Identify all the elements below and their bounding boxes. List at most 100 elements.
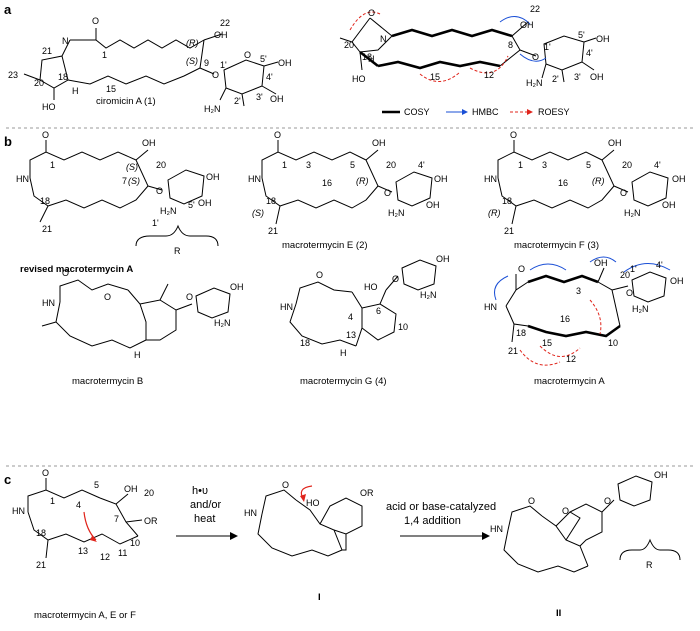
num-20-am: 20 bbox=[620, 270, 630, 280]
atom-hn-b: HN bbox=[42, 298, 55, 308]
atom-oh-g: OH bbox=[436, 254, 450, 264]
compound-name-a: macrotermycin A bbox=[534, 376, 605, 387]
num-3p-a: 3' bbox=[256, 92, 263, 102]
macrotermycin-b-structure bbox=[41, 279, 231, 349]
atom-o-start: O bbox=[42, 468, 49, 478]
num-15-a: 15 bbox=[106, 84, 116, 94]
num-2p-corr: 2' bbox=[552, 74, 559, 84]
atom-oh-start: OH bbox=[124, 484, 138, 494]
atom-oh2-e: OH bbox=[434, 174, 448, 184]
num-18-g: 18 bbox=[300, 338, 310, 348]
num-1p-am: 1' bbox=[630, 264, 637, 274]
product-structure bbox=[503, 475, 681, 573]
atom-n-a: N bbox=[62, 36, 69, 46]
reaction-arrowhead-1 bbox=[230, 532, 238, 540]
atom-o-bridge-b: O bbox=[104, 292, 111, 302]
atom-o-b: O bbox=[62, 268, 69, 278]
num-5-e: 5 bbox=[350, 160, 355, 170]
num-20-corr: 20 bbox=[344, 40, 354, 50]
atom-o-corr: O bbox=[368, 8, 375, 18]
macrotermycin-g-structure bbox=[289, 259, 437, 347]
num-3-e: 3 bbox=[306, 160, 311, 170]
macrotermycin-f-structure bbox=[497, 140, 669, 225]
num-10-g: 10 bbox=[398, 322, 408, 332]
atom-oh-corr: OH bbox=[520, 20, 534, 30]
num-18-start: 18 bbox=[36, 528, 46, 538]
r-label-prod: R bbox=[646, 560, 653, 570]
num-16-f: 16 bbox=[558, 178, 568, 188]
num-15-am: 15 bbox=[542, 338, 552, 348]
compound-name-e: macrotermycin E (2) bbox=[282, 240, 368, 251]
num-4-start: 4 bbox=[76, 500, 81, 510]
atom-nh2-b: H₂N bbox=[214, 318, 231, 328]
num-1p-rev: 1' bbox=[152, 218, 159, 228]
num-18-f: 18 bbox=[502, 196, 512, 206]
num-1-rev: 1 bbox=[50, 160, 55, 170]
compound-name-g: macrotermycin G (4) bbox=[300, 376, 387, 387]
macrotermycin-a-structure bbox=[494, 256, 671, 366]
legend-arrow-roesy bbox=[527, 109, 533, 115]
compound-name-f: macrotermycin F (3) bbox=[514, 240, 599, 251]
atom-oh-a: OH bbox=[214, 30, 228, 40]
atom-h2n-am: H₂N bbox=[632, 304, 649, 314]
atom-o-e: O bbox=[274, 130, 281, 140]
num-21-e: 21 bbox=[268, 226, 278, 236]
atom-h2n-a: H₂N bbox=[204, 104, 221, 114]
legend-label-hmbc: HMBC bbox=[472, 107, 499, 117]
stereo-r-e: (R) bbox=[356, 176, 369, 186]
stereo-s2-rev: (S) bbox=[128, 176, 140, 186]
atom-oh2-a: OH bbox=[270, 94, 284, 104]
atom-o-g: O bbox=[316, 270, 323, 280]
panel-label-b: b bbox=[4, 134, 12, 149]
legend-label-roesy: ROESY bbox=[538, 107, 570, 117]
atom-o-f: O bbox=[510, 130, 517, 140]
atom-oh2-rev: OH bbox=[206, 172, 220, 182]
ciromicin-a-structure bbox=[23, 28, 279, 107]
num-4-g: 4 bbox=[348, 312, 353, 322]
atom-hn-prod: HN bbox=[490, 524, 503, 534]
atom-oh-am: OH bbox=[594, 258, 608, 268]
revised-macrotermycin-a-structure bbox=[29, 140, 219, 247]
stereo-s-e: (S) bbox=[252, 208, 264, 218]
atom-hn-am: HN bbox=[484, 302, 497, 312]
num-21-am: 21 bbox=[508, 346, 518, 356]
stereo-r-f: (R) bbox=[488, 208, 501, 218]
r-label-rev: R bbox=[174, 246, 181, 256]
num-20-rev: 20 bbox=[156, 160, 166, 170]
atom-oh3-corr: OH bbox=[596, 34, 610, 44]
step1-line1: h•υ bbox=[192, 485, 208, 497]
compound-name-b: macrotermycin B bbox=[72, 376, 143, 387]
num-5p-corr: 5' bbox=[578, 30, 585, 40]
num-4p-corr: 4' bbox=[586, 48, 593, 58]
atom-o-ring-a: O bbox=[244, 50, 251, 60]
intermediate-label: I bbox=[318, 592, 321, 603]
num-4p-f: 4' bbox=[654, 160, 661, 170]
num-12-start: 12 bbox=[100, 552, 110, 562]
atom-oh-e: OH bbox=[372, 138, 386, 148]
stereo-r-a: (R) bbox=[186, 38, 199, 48]
atom-h-b: H bbox=[134, 350, 141, 360]
num-20-start: 20 bbox=[144, 488, 154, 498]
atom-oh-prod: OH bbox=[654, 470, 668, 480]
num-4p-a: 4' bbox=[266, 72, 273, 82]
start-structure bbox=[27, 478, 143, 559]
num-18-e: 18 bbox=[266, 196, 276, 206]
num-7-rev: 7 bbox=[122, 176, 127, 186]
num-1-f: 1 bbox=[518, 160, 523, 170]
atom-nh2-g: H₂N bbox=[420, 290, 437, 300]
num-16-e: 16 bbox=[322, 178, 332, 188]
ciromicin-correlations bbox=[339, 11, 597, 83]
num-7-start: 7 bbox=[114, 514, 119, 524]
step1-line2: and/or bbox=[190, 499, 222, 511]
atom-oh-rev: OH bbox=[142, 138, 156, 148]
atom-o-glyco-b: O bbox=[186, 292, 193, 302]
num-9-a: 9 bbox=[204, 58, 209, 68]
num-1-start: 1 bbox=[50, 496, 55, 506]
atom-o-glyco-prod: O bbox=[604, 496, 611, 506]
atom-ho-int: HO bbox=[306, 498, 320, 508]
num-20-f: 20 bbox=[622, 160, 632, 170]
num-21-rev: 21 bbox=[42, 224, 52, 234]
legend-arrow-hmbc bbox=[462, 109, 468, 115]
num-18-am: 18 bbox=[516, 328, 526, 338]
num-11-start: 11 bbox=[118, 548, 127, 558]
